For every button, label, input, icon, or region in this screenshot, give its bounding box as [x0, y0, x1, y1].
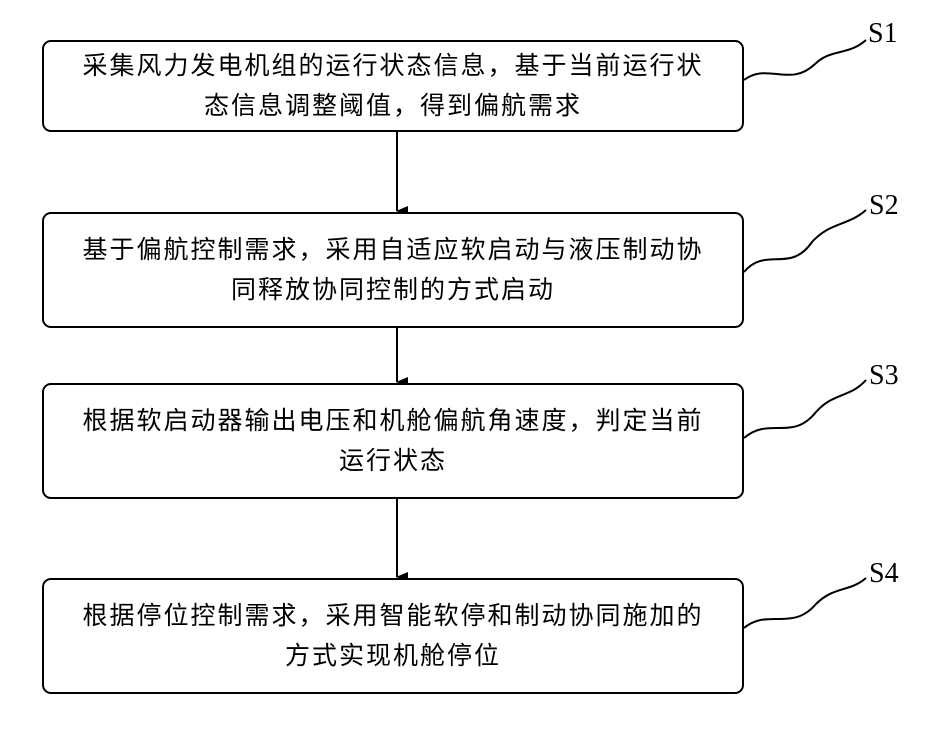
step-text-s3: 根据软启动器输出电压和机舱偏航角速度，判定当前 运行状态 [63, 401, 723, 481]
step-text-s1: 采集风力发电机组的运行状态信息，基于当前运行状 态信息调整阈值，得到偏航需求 [63, 46, 723, 126]
step-s3-line-1: 根据软启动器输出电压和机舱偏航角速度，判定当前 [63, 401, 723, 441]
step-text-s4: 根据停位控制需求，采用智能软停和制动协同施加的 方式实现机舱停位 [63, 596, 723, 676]
step-text-s2: 基于偏航控制需求，采用自适应软启动与液压制动协 同释放协同控制的方式启动 [63, 230, 723, 310]
step-label-s4: S4 [869, 560, 899, 588]
step-box-s4: 根据停位控制需求，采用智能软停和制动协同施加的 方式实现机舱停位 [42, 578, 744, 694]
leader-line-s4 [744, 578, 866, 628]
step-box-s3: 根据软启动器输出电压和机舱偏航角速度，判定当前 运行状态 [42, 383, 744, 499]
leader-line-s1 [744, 40, 866, 80]
step-box-s1: 采集风力发电机组的运行状态信息，基于当前运行状 态信息调整阈值，得到偏航需求 [42, 40, 744, 132]
step-s1-line-2: 态信息调整阈值，得到偏航需求 [63, 86, 723, 126]
step-label-s2: S2 [869, 192, 899, 220]
step-s3-line-2: 运行状态 [63, 441, 723, 481]
leader-line-s2 [744, 210, 866, 272]
step-s2-line-2: 同释放协同控制的方式启动 [63, 270, 723, 310]
step-s4-line-2: 方式实现机舱停位 [63, 636, 723, 676]
leader-line-s3 [744, 380, 866, 438]
step-label-s3: S3 [869, 362, 899, 390]
step-s1-line-1: 采集风力发电机组的运行状态信息，基于当前运行状 [63, 46, 723, 86]
step-s2-line-1: 基于偏航控制需求，采用自适应软启动与液压制动协 [63, 230, 723, 270]
step-box-s2: 基于偏航控制需求，采用自适应软启动与液压制动协 同释放协同控制的方式启动 [42, 212, 744, 328]
step-s4-line-1: 根据停位控制需求，采用智能软停和制动协同施加的 [63, 596, 723, 636]
step-label-s1: S1 [868, 20, 898, 48]
